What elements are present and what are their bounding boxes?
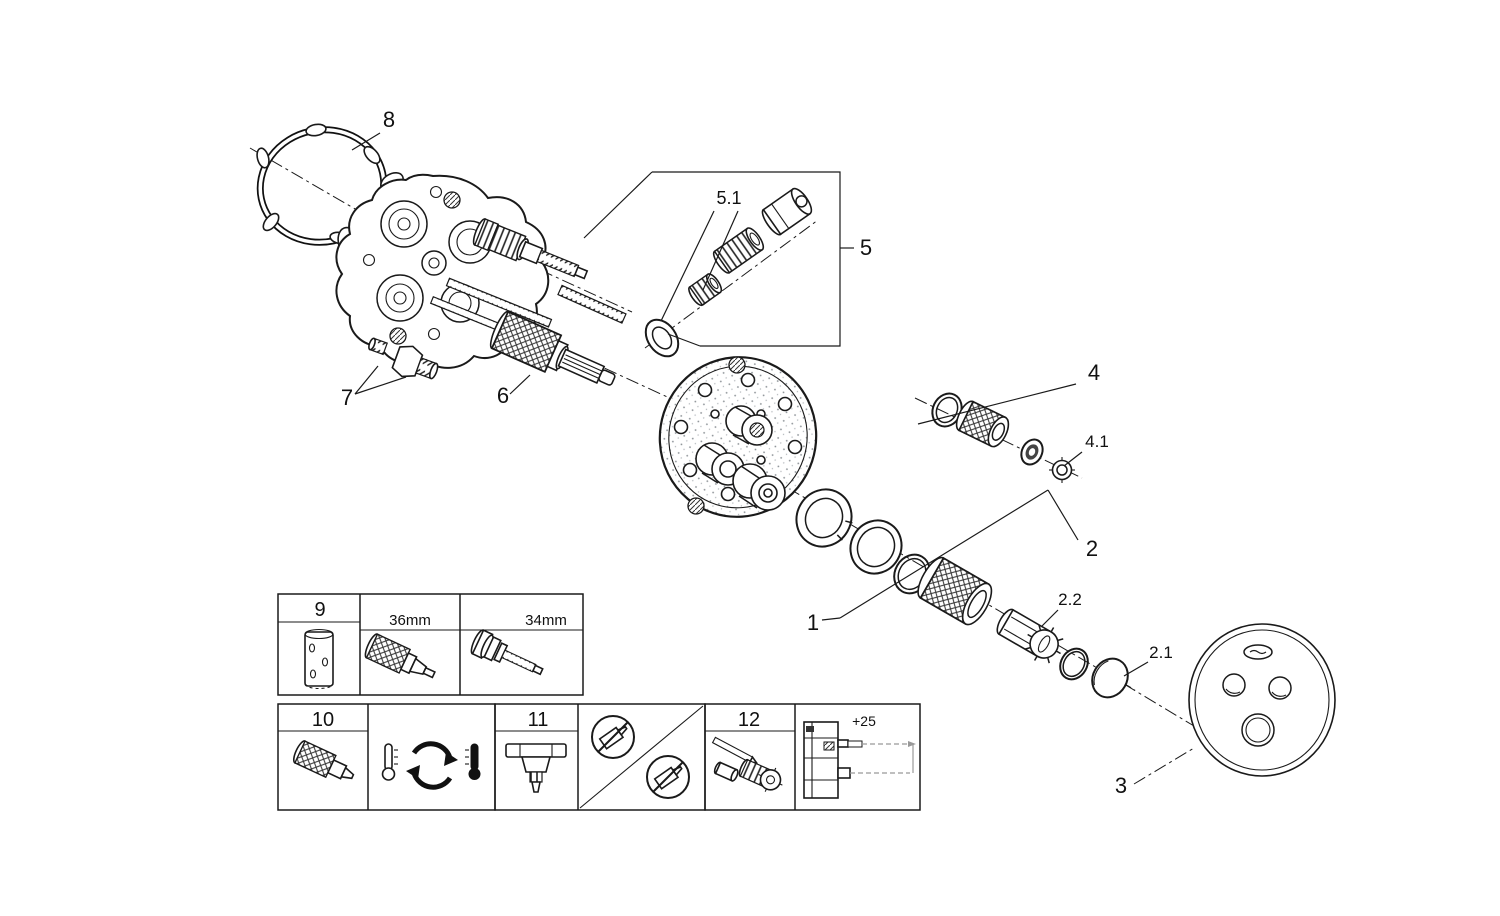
- label-part-3: 3: [1115, 773, 1127, 798]
- cover-plate-3: [1188, 623, 1336, 777]
- star-tube-2-2: [996, 608, 1064, 664]
- label-part-1: 1: [807, 610, 819, 635]
- spare-cylinder-icon: [304, 628, 334, 690]
- pin-icon: [711, 736, 758, 764]
- ribbed-cylinder-icon: [738, 758, 783, 792]
- leader-part-7: [354, 365, 407, 395]
- leader-part-8: [351, 132, 381, 151]
- no-grease-icon: [646, 755, 690, 799]
- label-size-36mm: 36mm: [389, 612, 431, 629]
- label-part-8: 8: [383, 107, 395, 132]
- legend-box-11: [494, 703, 706, 811]
- label-part-2-1: 2.1: [1149, 643, 1173, 662]
- thermometer-hot-icon: [465, 743, 481, 780]
- label-part-5: 5: [860, 235, 872, 260]
- button-hole: [1222, 673, 1246, 697]
- button-hole: [1268, 676, 1292, 700]
- grub-screw-7: [368, 337, 388, 356]
- bracket-part-4: [917, 383, 1083, 467]
- legend-box-12: [704, 703, 921, 811]
- washer-4: [1020, 438, 1044, 466]
- adapter-nut: [688, 273, 723, 307]
- knurled-part-icon: [292, 740, 355, 780]
- threaded-spindle-rod: [557, 284, 627, 324]
- screw-head: [443, 191, 461, 209]
- headvalve-part-icon: [505, 743, 567, 793]
- label-part-4-1: 4.1: [1085, 432, 1109, 451]
- cap-sleeve: [761, 187, 813, 236]
- plate-screw: [728, 356, 746, 374]
- temperature-adjust-icon: [381, 741, 481, 790]
- label-part-7: 7: [341, 385, 353, 410]
- adapter-sleeve: [712, 227, 765, 274]
- label-part-4: 4: [1088, 360, 1100, 385]
- legend-box-9: [277, 593, 584, 696]
- label-box-11: 11: [528, 709, 549, 731]
- legend-box-10: [277, 703, 496, 811]
- mounting-plate-1: [658, 356, 818, 518]
- label-part-6: 6: [497, 383, 509, 408]
- no-grease-icon: [591, 715, 635, 759]
- brand-logo-oval: [1243, 644, 1273, 660]
- thermometer-cold-icon: [381, 743, 398, 781]
- threaded-stud-upper: [445, 277, 553, 328]
- bracket-part-5: [583, 171, 854, 347]
- gasket-lobe: [363, 145, 381, 165]
- cartridge-6: [489, 310, 616, 386]
- gasket-lobe: [305, 123, 327, 137]
- cartridge-spindle: [472, 218, 589, 280]
- slotted-nut-4-1: [1049, 457, 1075, 483]
- label-box-12: 12: [738, 709, 760, 731]
- cartridge-34mm-icon: [470, 629, 544, 676]
- label-part-2: 2: [1086, 536, 1098, 561]
- o-ring-small: [1059, 647, 1089, 681]
- knurled-cap-4: [955, 400, 1010, 448]
- gland-ring: [644, 318, 680, 358]
- button-hole-large: [1241, 713, 1275, 747]
- bracket-part-1-2: [821, 489, 1149, 677]
- knurled-sleeve-2: [917, 556, 993, 626]
- gasket-lobe: [256, 147, 270, 169]
- leader-part-3: [1133, 747, 1195, 785]
- label-size-34mm: 34mm: [525, 612, 567, 629]
- retaining-ring: [795, 488, 853, 548]
- plate-screw: [687, 497, 705, 515]
- label-part-5-1: 5.1: [716, 188, 741, 208]
- hex-plug-7: [391, 345, 439, 380]
- label-part-2-2: 2.2: [1058, 590, 1082, 609]
- spacer-ring: [849, 519, 903, 575]
- screw-head: [389, 327, 407, 345]
- small-cylinder-icon: [713, 761, 739, 782]
- leader-part-6: [509, 374, 531, 395]
- brand-logo-mark: [1249, 649, 1267, 655]
- label-extension-25: +25: [852, 713, 876, 729]
- label-box-10: 10: [312, 709, 334, 731]
- extension-set-icon: [803, 721, 916, 799]
- label-box-9: 9: [314, 599, 325, 621]
- cover-disc-2-1: [1091, 657, 1129, 699]
- cartridge-36mm-icon: [364, 633, 436, 679]
- gasket-lobe: [262, 212, 280, 232]
- rotate-arrows-icon: [406, 741, 458, 790]
